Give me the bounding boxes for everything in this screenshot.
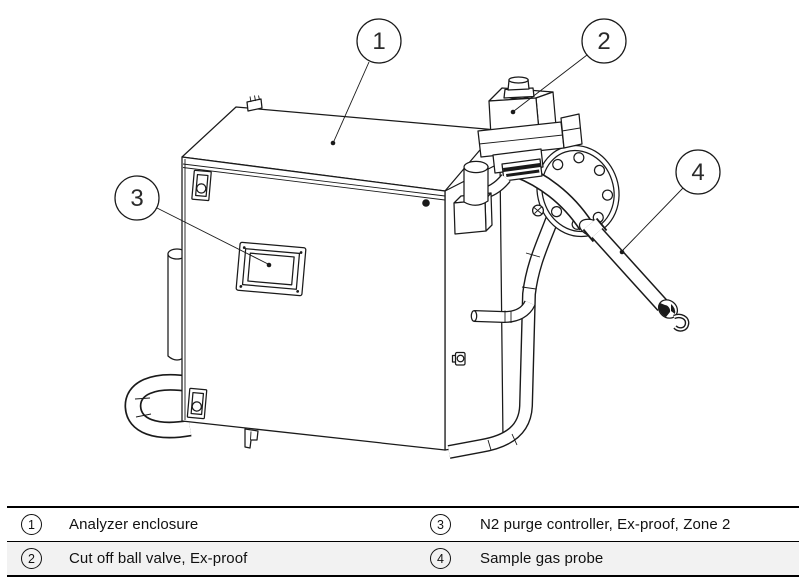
legend-table: 1 Analyzer enclosure 3 N2 purge controll… (7, 506, 799, 577)
flange-bolt-hole (593, 164, 606, 176)
legend-label-analyzer-enclosure: Analyzer enclosure (69, 516, 199, 533)
purge-controller-window (235, 241, 307, 297)
valve-coupling (501, 158, 543, 182)
front-panel-dot (422, 199, 430, 207)
callout-4: 4 (619, 149, 721, 255)
callout-2-number: 2 (597, 28, 610, 55)
right-face-fitting (451, 351, 466, 366)
front-cylinder (463, 160, 489, 206)
legend-badge-3: 3 (430, 514, 451, 535)
door-latch-top (191, 169, 212, 202)
flange-stud-bolt (531, 204, 545, 217)
left-pipe-bend (124, 373, 192, 439)
sample-gas-probe (582, 217, 690, 332)
legend-label-n2-purge-controller: N2 purge controller, Ex-proof, Zone 2 (480, 516, 731, 533)
flange-bolt-hole (573, 152, 585, 164)
callout-4-number: 4 (691, 159, 704, 186)
callout-3: 3 (114, 175, 272, 268)
flange-bolt-hole (552, 158, 564, 171)
callouts: 1 2 3 4 (114, 18, 721, 268)
callout-1: 1 (330, 18, 402, 146)
sample-gas-piping (447, 203, 564, 459)
top-gland (246, 95, 263, 112)
legend-label-sample-gas-probe: Sample gas probe (480, 550, 604, 567)
callout-1-number: 1 (372, 28, 385, 55)
enclosure-front-face (181, 156, 446, 451)
callout-2: 2 (510, 18, 627, 115)
isometric-drawing: 1 2 3 4 (114, 18, 721, 459)
bottom-clip (244, 428, 259, 449)
legend-badge-2: 2 (21, 548, 42, 569)
legend-badge-1: 1 (21, 514, 42, 535)
pipe-elbow-stub (470, 300, 536, 324)
callout-3-number: 3 (130, 185, 143, 212)
mounting-flange (531, 144, 620, 238)
legend-row-1: 1 Analyzer enclosure 3 N2 purge controll… (7, 508, 799, 542)
flange-bolt-hole (601, 189, 614, 201)
legend-row-2: 2 Cut off ball valve, Ex-proof 4 Sample … (7, 542, 799, 577)
ball-valve-actuator (453, 76, 583, 235)
actuator-yoke (477, 113, 583, 158)
actuator-cap (503, 76, 535, 99)
door-latch-bottom (186, 387, 208, 420)
legend-label-cut-off-ball-valve: Cut off ball valve, Ex-proof (69, 550, 248, 567)
flange-bolt-hole (550, 206, 563, 218)
probe-tip (657, 299, 690, 332)
analyzer-enclosure (181, 95, 504, 451)
legend-badge-4: 4 (430, 548, 451, 569)
